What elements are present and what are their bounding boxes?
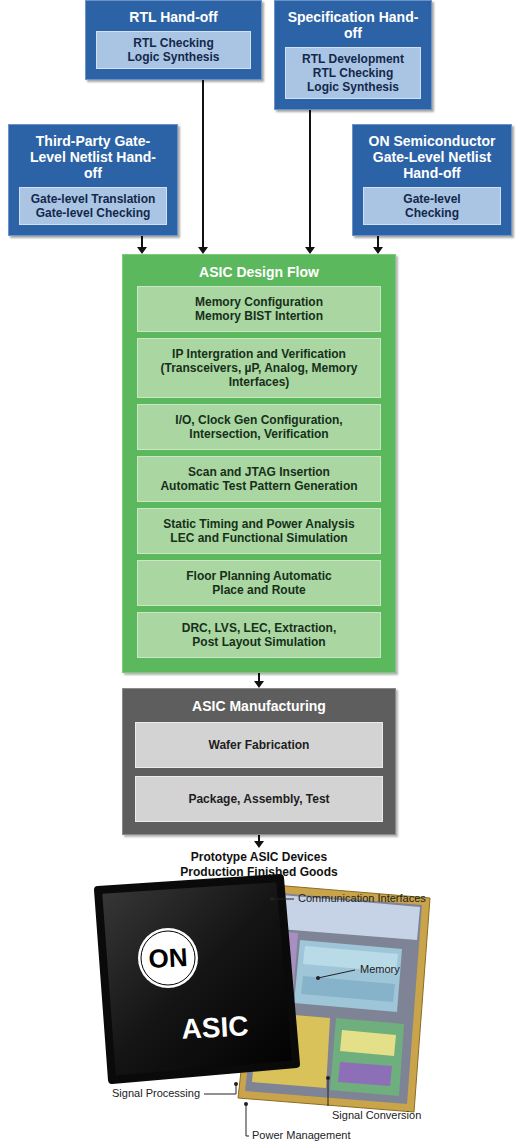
- leader-line: [318, 970, 355, 978]
- box-text: I/O, Clock Gen Configuration, Intersecti…: [142, 413, 376, 441]
- box-text: Wafer Fabrication: [140, 738, 378, 752]
- box-text: DRC, LVS, LEC, Extraction, Post Layout S…: [177, 621, 342, 649]
- box-text: Scan and JTAG Insertion Automatic Test P…: [159, 465, 360, 493]
- step-box: DRC, LVS, LEC, Extraction, Post Layout S…: [137, 612, 381, 658]
- callout-label: Communication Interfaces: [298, 892, 426, 905]
- box-title: ASIC Design Flow: [123, 264, 395, 280]
- box-text: RTL Checking Logic Synthesis: [119, 36, 229, 64]
- arrowhead: [198, 247, 208, 254]
- box-title: RTL Hand-off: [96, 9, 251, 25]
- leader-line: [328, 1078, 329, 1106]
- output-arrow: [258, 835, 260, 841]
- flow-box: ASIC Design FlowMemory Configuration Mem…: [122, 254, 396, 673]
- leader-line: [272, 899, 294, 900]
- box-title: Specification Hand-off: [285, 9, 421, 41]
- step-box: IP Intergration and Verification (Transc…: [137, 338, 381, 398]
- step-box: Scan and JTAG Insertion Automatic Test P…: [137, 456, 381, 502]
- chip-package: [98, 878, 296, 1080]
- handoff-box: Third-Party Gate-Level Netlist Hand-offG…: [8, 124, 178, 236]
- converter-cell: [338, 1062, 392, 1086]
- arrow-line: [202, 80, 204, 247]
- manufacturing-box: ASIC ManufacturingWafer FabricationPacka…: [122, 688, 396, 835]
- logo-text: ON: [137, 941, 198, 974]
- arrowhead: [373, 247, 383, 254]
- arrowhead: [254, 681, 264, 688]
- chip-marking: ASIC: [159, 1009, 271, 1047]
- callout-label: Memory: [360, 963, 400, 976]
- callout-label: Signal Processing: [112, 1087, 200, 1100]
- box-title: Third-Party Gate-Level Netlist Hand-off: [23, 133, 163, 181]
- leader-line: [246, 1104, 249, 1136]
- box-text: RTL Development RTL Checking Logic Synth…: [298, 52, 408, 94]
- step-box: Memory Configuration Memory BIST Interti…: [137, 286, 381, 332]
- memory-row: [301, 976, 395, 1002]
- handoff-box: ON Semiconductor Gate-Level Netlist Hand…: [352, 124, 512, 236]
- logo-circle: [138, 928, 198, 988]
- flow-arrow: [305, 110, 315, 254]
- task-box: RTL Checking Logic Synthesis: [96, 31, 251, 69]
- step-box: Floor Planning Automatic Place and Route: [137, 560, 381, 606]
- box-text: Static Timing and Power Analysis LEC and…: [159, 517, 360, 545]
- handoff-box: Specification Hand-offRTL Development RT…: [274, 0, 432, 110]
- output-arrowhead: [254, 841, 264, 848]
- task-box: RTL Development RTL Checking Logic Synth…: [285, 47, 421, 99]
- arrow-line: [309, 110, 311, 247]
- arrowhead: [305, 247, 315, 254]
- stage-box: Wafer Fabrication: [135, 722, 383, 768]
- arrowhead: [137, 247, 147, 254]
- box-title: ON Semiconductor Gate-Level Netlist Hand…: [363, 133, 501, 181]
- converter-cell: [340, 1030, 396, 1056]
- stage-box: Package, Assembly, Test: [135, 776, 383, 822]
- box-text: Gate-level Checking: [382, 192, 482, 220]
- box-text: Memory Configuration Memory BIST Interti…: [189, 295, 329, 323]
- box-text: Floor Planning Automatic Place and Route: [179, 569, 339, 597]
- callout-label: Power Management: [252, 1129, 350, 1142]
- step-box: I/O, Clock Gen Configuration, Intersecti…: [137, 404, 381, 450]
- flow-arrow: [198, 80, 208, 254]
- flow-arrow: [373, 236, 383, 254]
- memory-block: [294, 940, 402, 1012]
- output-label: Prototype ASIC Devices Production Finish…: [174, 850, 344, 880]
- converter-block: [330, 1018, 404, 1096]
- flow-arrow: [254, 673, 264, 688]
- box-text: Gate-level Translation Gate-level Checki…: [26, 192, 161, 220]
- leader-line: [204, 1084, 236, 1094]
- task-box: Gate-level Translation Gate-level Checki…: [19, 187, 167, 225]
- step-box: Static Timing and Power Analysis LEC and…: [137, 508, 381, 554]
- flow-arrow: [137, 236, 147, 254]
- handoff-box: RTL Hand-offRTL Checking Logic Synthesis: [85, 0, 262, 80]
- callout-label: Signal Conversion: [332, 1109, 421, 1122]
- box-text: IP Intergration and Verification (Transc…: [142, 347, 376, 389]
- box-text: Package, Assembly, Test: [140, 792, 378, 806]
- box-title: ASIC Manufacturing: [123, 698, 395, 714]
- arrow-line: [141, 236, 143, 247]
- arrow-line: [258, 673, 260, 681]
- arrow-line: [377, 236, 379, 247]
- task-box: Gate-level Checking: [363, 187, 501, 225]
